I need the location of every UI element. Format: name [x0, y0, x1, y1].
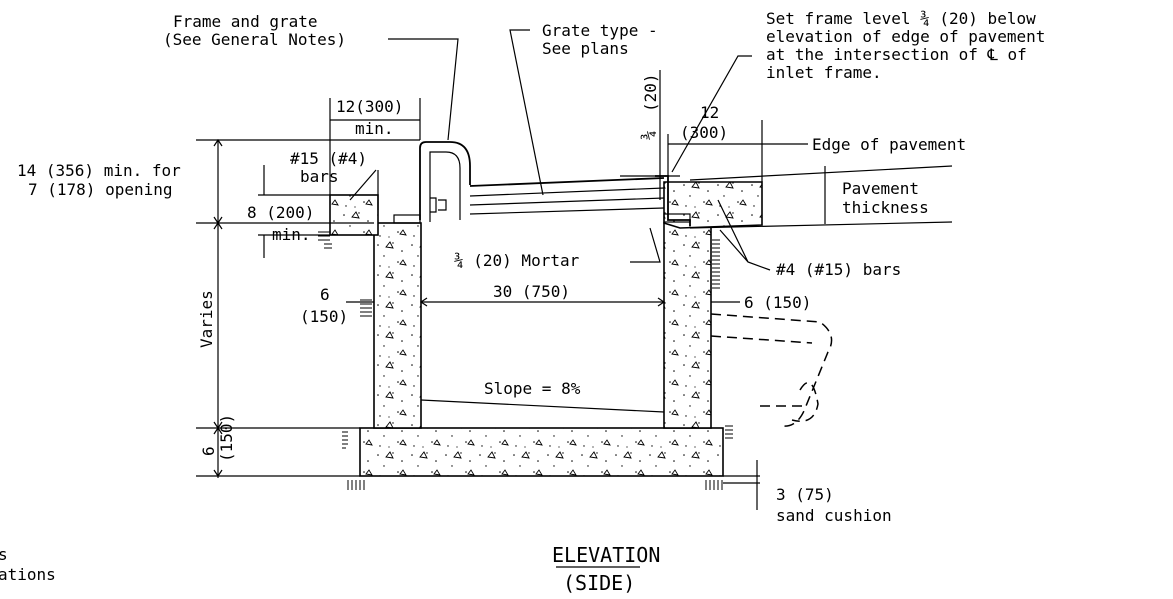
slope-label: Slope = 8%	[484, 379, 581, 398]
cutoff-text-ations: ations	[0, 565, 56, 584]
bars-15-4-label: #15 (#4)	[290, 149, 367, 168]
set-frame-label-1: Set frame level ¾ (20) below	[766, 9, 1036, 28]
dim-30-750: 30 (750)	[493, 282, 570, 301]
dim-12-300-top: 12(300)	[336, 97, 403, 116]
dim-6-bottom: 6	[199, 446, 218, 456]
outlet-pipe	[710, 313, 833, 427]
bars-label-left: bars	[300, 167, 339, 186]
left-pavement-slab	[329, 194, 379, 236]
set-frame-label-4: inlet frame.	[766, 63, 882, 82]
dim-6-150-right: 6 (150)	[744, 293, 811, 312]
grate-type-label: Grate type -	[542, 21, 658, 40]
dim-3-4-label: ¾	[639, 130, 658, 140]
inlet-structure	[329, 181, 833, 477]
cutoff-text-s: s	[0, 545, 8, 564]
dim-300-right: (300)	[680, 123, 728, 142]
sand-cushion-label: sand cushion	[776, 506, 892, 525]
mortar-label: ¾ (20) Mortar	[454, 251, 580, 270]
see-general-notes-label: (See General Notes)	[163, 30, 346, 49]
dim-150-bottom: (150)	[217, 414, 236, 462]
set-frame-label-2: elevation of edge of pavement	[766, 27, 1045, 46]
dim-12-right: 12	[700, 103, 719, 122]
dim-150-left: (150)	[300, 307, 348, 326]
dim-min-top: min.	[355, 119, 394, 138]
dim-6-left: 6	[320, 285, 330, 304]
elevation-title: ELEVATION	[552, 543, 660, 567]
annotations: Frame and grate (See General Notes) Grat…	[0, 9, 1045, 595]
dim-14-356-label: 14 (356) min. for	[17, 161, 181, 180]
dim-3-75: 3 (75)	[776, 485, 834, 504]
pavement-label: Pavement	[842, 179, 919, 198]
right-wall	[663, 222, 712, 429]
frame-and-grate-label: Frame and grate	[173, 12, 318, 31]
soil-hatching	[318, 231, 733, 490]
edge-of-pavement-label: Edge of pavement	[812, 135, 966, 154]
side-subtitle: (SIDE)	[563, 571, 635, 595]
base-slab	[359, 427, 724, 477]
thickness-label: thickness	[842, 198, 929, 217]
floor-slope-line	[420, 399, 665, 413]
varies-label: Varies	[197, 290, 216, 348]
frame-and-grate	[393, 141, 953, 229]
bars-4-15-label: #4 (#15) bars	[776, 260, 901, 279]
dim-min-left: min.	[272, 225, 311, 244]
dim-8-200-label: 8 (200)	[247, 203, 314, 222]
set-frame-label-3: at the intersection of ℄ of	[766, 45, 1027, 64]
dim-20-label: (20)	[641, 73, 660, 112]
dimension-lines	[196, 29, 826, 568]
dim-7-178-label: 7 (178) opening	[28, 180, 173, 199]
see-plans-label: See plans	[542, 39, 629, 58]
left-wall	[373, 222, 422, 429]
right-pavement-slab	[663, 181, 763, 229]
